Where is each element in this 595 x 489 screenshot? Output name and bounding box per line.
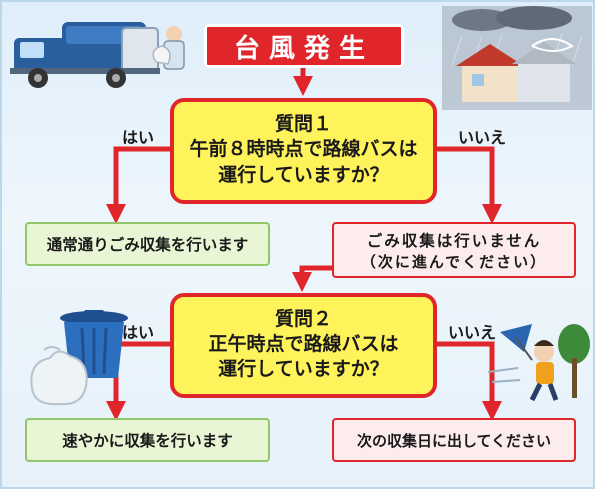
question-2-box: 質問２ 正午時点で路線バスは 運行していますか？ [170,293,437,398]
question-2-line-1: 正午時点で路線バスは [208,332,399,355]
q1-no-result-line-2: （次に進んでください） [360,252,548,271]
question-1-heading: 質問１ [274,113,332,136]
arrow-q1-yes [106,146,170,224]
q2-no-result-text: 次の収集日に出してください [356,431,552,450]
q2-no-label: いいえ [448,323,497,342]
q2-yes-result-text: 速やかに収集を行います [62,432,233,450]
question-2-line-2: 運行していますか？ [218,358,389,381]
q1-no-result: ごみ収集は行いません （次に進んでください） [332,222,576,278]
title-banner: 台風発生 [204,24,404,68]
trash-can-icon [30,310,128,406]
q1-yes-label: はい [122,128,155,147]
arrow-q1-no [437,146,502,224]
title-text: 台風発生 [233,33,374,64]
question-1-line-1: 午前８時時点で路線バスは [189,138,418,161]
question-1-line-2: 運行していますか？ [218,163,389,186]
question-2-heading: 質問２ [274,307,332,330]
storm-house-icon [442,6,592,110]
arrow-q2-no [437,341,502,421]
q2-yes-result: 速やかに収集を行います [25,418,270,462]
q1-yes-result-text: 通常通りごみ収集を行います [46,236,249,254]
q1-yes-result: 通常通りごみ収集を行います [25,222,270,266]
question-1-box: 質問１ 午前８時時点で路線バスは 運行していますか？ [170,98,437,204]
garbage-truck-icon [10,22,185,88]
q2-yes-label: はい [122,323,155,342]
q1-no-result-line-1: ごみ収集は行いません [366,231,542,250]
q2-no-result: 次の収集日に出してください [332,418,576,462]
windblown-person-icon [488,324,590,402]
q1-no-label: いいえ [458,128,507,147]
